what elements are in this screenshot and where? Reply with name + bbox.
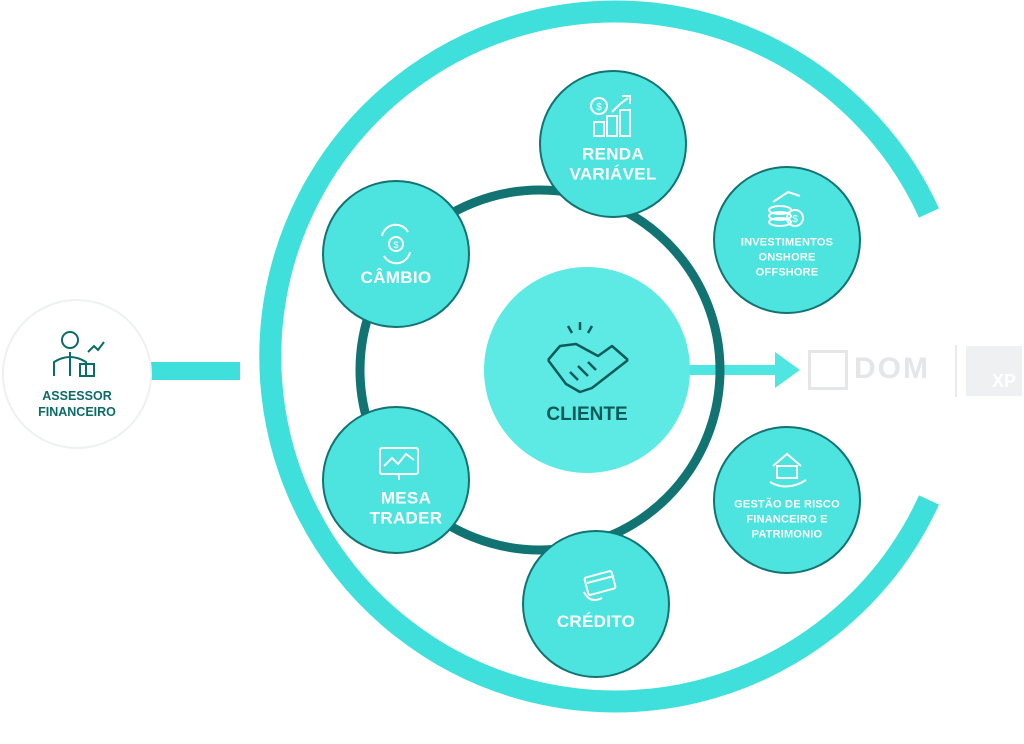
dom-logo: DOM [808, 350, 930, 390]
coins-growth-icon: $ [590, 95, 631, 137]
client-node [484, 267, 690, 473]
inner-ring [355, 185, 725, 555]
renda-variavel-line2: VARIÁVEL [569, 164, 657, 183]
advisor-node [2, 299, 152, 449]
credit-card-icon [583, 570, 617, 601]
handshake-icon [547, 322, 629, 394]
investimentos-line2: ONSHORE [758, 251, 816, 264]
advisor-icon [53, 331, 105, 377]
credito-label: CRÉDITO [556, 612, 636, 632]
service-node-cambio [322, 180, 470, 328]
renda-variavel-line1: RENDA [582, 144, 644, 164]
trading-screen-icon [379, 447, 419, 480]
service-node-investimentos [713, 166, 861, 314]
advisor-label-line1: ASSESSOR [42, 388, 112, 403]
advisor-label: ASSESSOR FINANCEIRO [38, 388, 116, 421]
svg-text:$: $ [792, 214, 798, 225]
mesa-trader-label: MESA TRADER [370, 488, 443, 527]
gestao-line3: PATRIMONIO [751, 528, 823, 541]
coins-dollar-icon: $ [768, 190, 804, 227]
xp-logo: XP [966, 346, 1022, 396]
renda-variavel-label: RENDA VARIÁVEL [569, 144, 656, 183]
service-node-renda-variavel [539, 70, 687, 218]
exchange-icon: $ [381, 223, 411, 265]
client-arrowhead [775, 352, 800, 388]
dom-logo-text: DOM [854, 351, 930, 385]
client-label: CLIENTE [546, 404, 628, 426]
gestao-line1: GESTÃO DE RISCO [734, 498, 840, 511]
service-node-credito [522, 530, 670, 678]
investimentos-line1: INVESTIMENTOS [740, 236, 834, 249]
logo-divider [955, 345, 957, 397]
svg-text:$: $ [596, 102, 602, 113]
gestao-line2: FINANCEIRO E [746, 513, 828, 526]
cambio-label: CÂMBIO [360, 268, 432, 288]
mesa-trader-line2: TRADER [369, 508, 443, 527]
advisor-label-line2: FINANCEIRO [38, 405, 116, 419]
gestao-label: GESTÃO DE RISCO FINANCEIRO E PATRIMONIO [734, 498, 840, 543]
outer-c-arc [259, 0, 939, 713]
service-node-gestao [713, 426, 861, 574]
mesa-trader-line1: MESA [380, 488, 432, 508]
service-node-mesa-trader [322, 406, 470, 554]
dom-logo-mark [808, 350, 848, 390]
house-hand-icon [769, 452, 807, 488]
xp-logo-text: XP [991, 371, 1016, 391]
svg-text:$: $ [393, 240, 398, 250]
investimentos-label: INVESTIMENTOS ONSHORE OFFSHORE [741, 236, 833, 281]
investimentos-line3: OFFSHORE [755, 266, 819, 279]
